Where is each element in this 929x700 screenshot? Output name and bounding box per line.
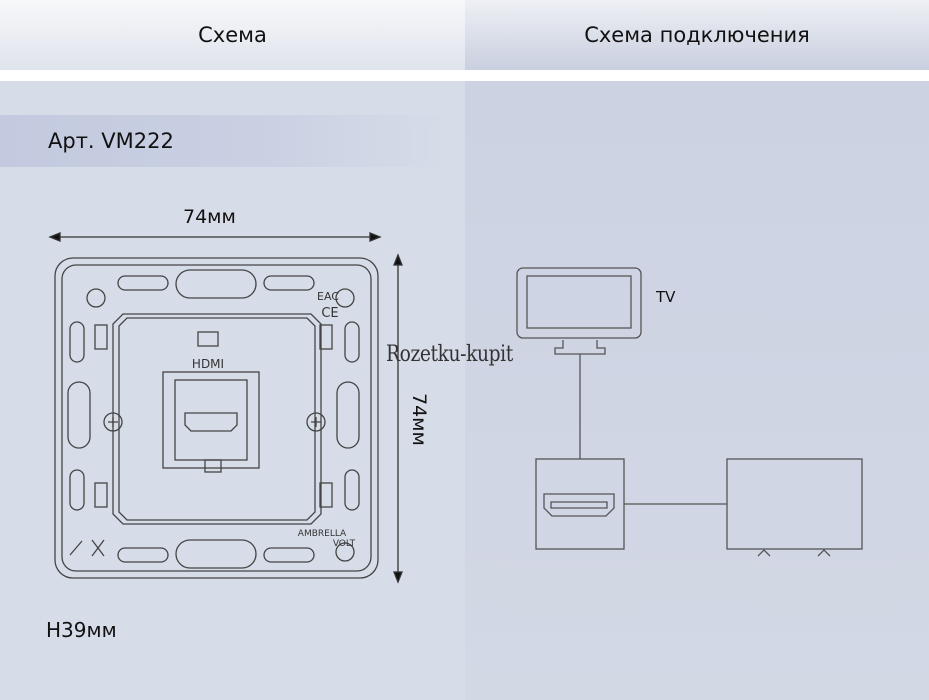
watermark: Rozetku-kupit [386,342,513,367]
brand-line-1: AMBRELLA [298,529,347,539]
tv-icon [516,267,642,339]
eac-mark: EAC [317,290,339,303]
hdmi-socket-icon [535,458,625,550]
width-label: 74мм [183,206,236,228]
article-number: Арт. VM222 [0,115,465,167]
header-schema: Схема [0,0,465,70]
hdmi-port-label: HDMI [192,357,224,371]
connection-panel [465,81,929,700]
tv-label: TV [656,288,676,306]
height-dimension-line [393,253,403,584]
ce-mark: CE [321,306,338,321]
display-device-icon [726,458,863,550]
brand-line-2: VOLT [333,539,356,549]
hdmi-connector-icon [543,493,615,517]
connection-diagram [516,267,863,557]
height-label: 74мм [408,393,430,446]
header-connection-schema: Схема подключения [465,0,929,70]
depth-label: H39мм [46,618,117,642]
socket-frame-drawing: HDMI EAC CE AMBRELLA VOLT [54,257,379,579]
disposal-icon [69,539,105,557]
schema-panel [0,81,465,700]
width-dimension-line [48,232,382,242]
